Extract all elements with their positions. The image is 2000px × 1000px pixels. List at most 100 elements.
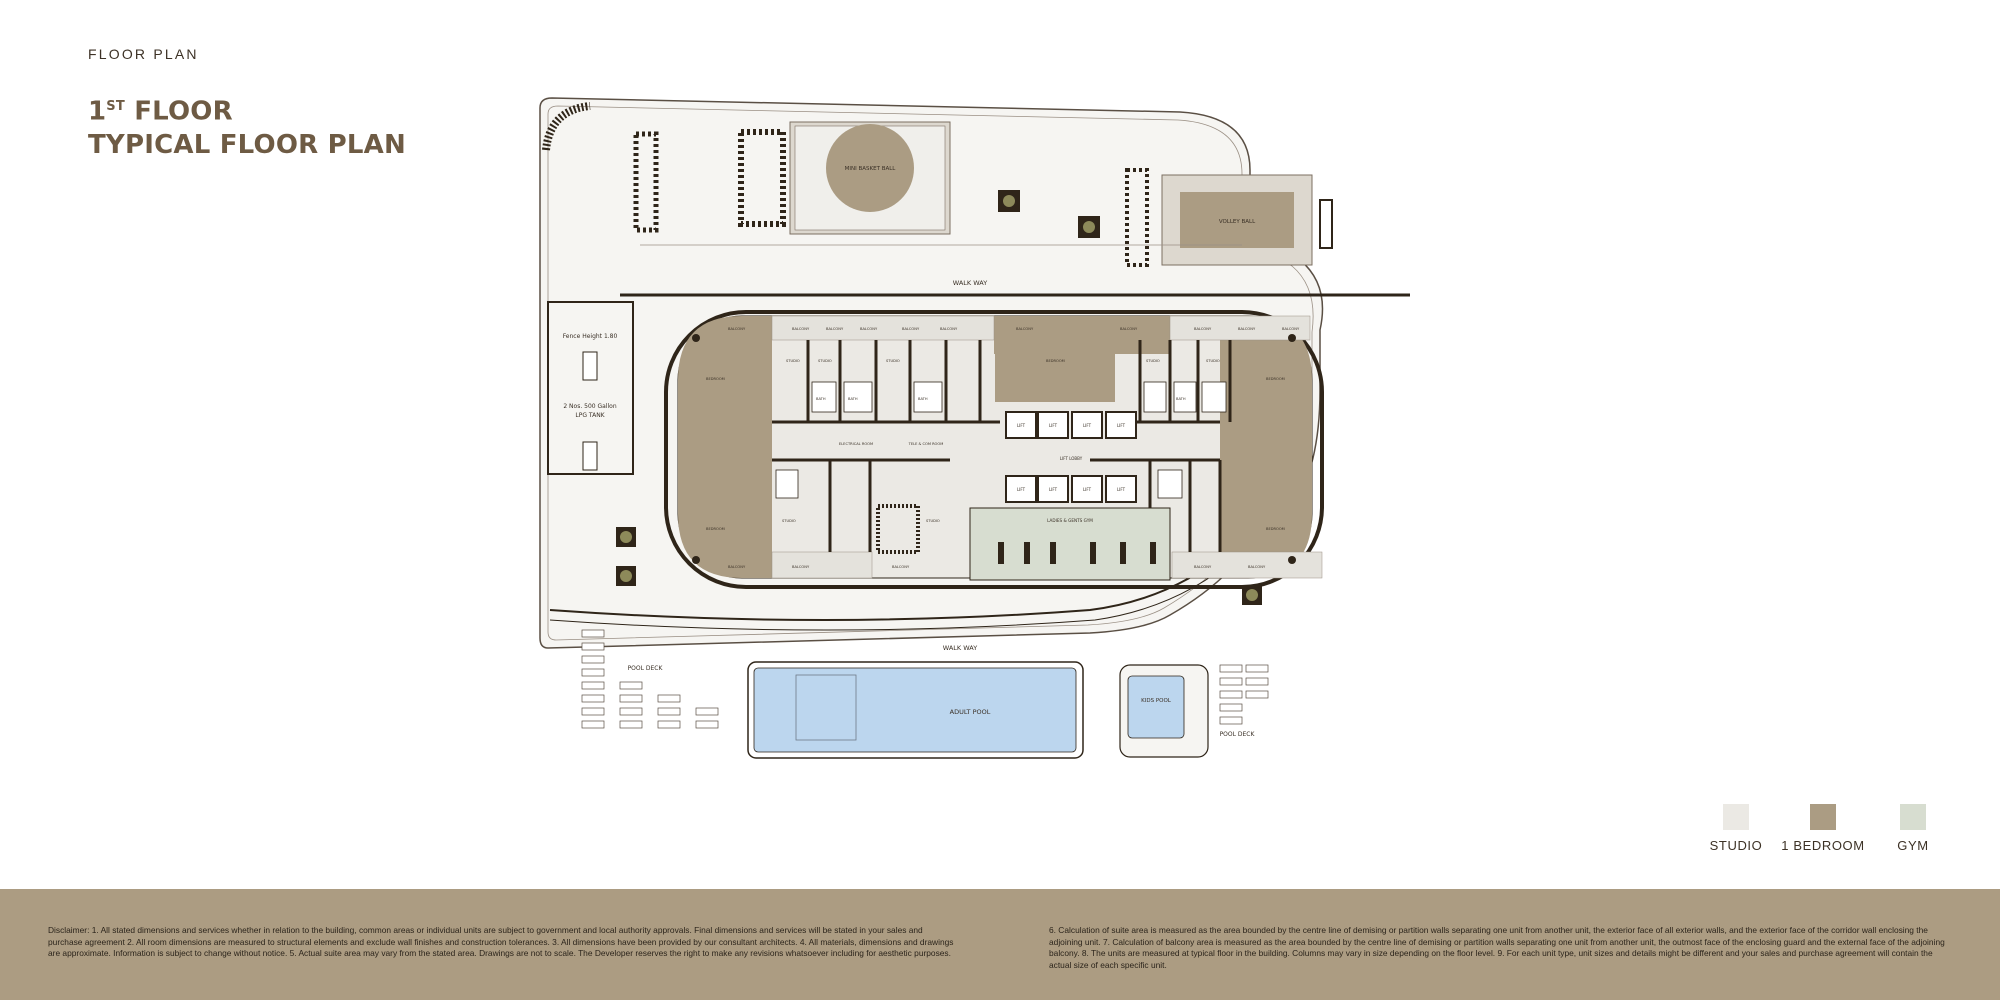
legend-studio-label: STUDIO	[1709, 838, 1763, 853]
svg-text:BALCONY: BALCONY	[792, 327, 810, 331]
label-pool-deck-right: POOL DECK	[1220, 731, 1256, 738]
bedroom-labels: BEDROOM BEDROOM BEDROOM BEDROOM BEDROOM	[706, 359, 1285, 531]
svg-text:BALCONY: BALCONY	[1248, 565, 1266, 569]
column-1	[692, 334, 700, 342]
svg-text:BATH: BATH	[918, 397, 928, 401]
svg-text:BALCONY: BALCONY	[940, 327, 958, 331]
lpg-tank-2	[582, 441, 598, 471]
svg-text:BEDROOM: BEDROOM	[706, 527, 725, 531]
core-stair-left	[876, 504, 920, 554]
legend-gym-label: GYM	[1897, 838, 1929, 853]
floor-number: 1	[88, 96, 107, 127]
svg-text:BALCONY: BALCONY	[1282, 327, 1300, 331]
floor-suffix: ST	[106, 99, 125, 114]
label-walkway-bottom: WALK WAY	[943, 644, 977, 652]
label-lpg-line2: LPG TANK	[575, 412, 605, 419]
svg-text:LIFT: LIFT	[1117, 423, 1126, 428]
bath-labels: BATH BATH BATH BATH	[816, 397, 1186, 401]
svg-text:BALCONY: BALCONY	[728, 327, 746, 331]
label-kids-pool: KIDS POOL	[1141, 698, 1172, 704]
svg-text:BALCONY: BALCONY	[1194, 565, 1212, 569]
page-title: 1ST FLOOR TYPICAL FLOOR PLAN	[88, 90, 406, 162]
label-gym: LADIES & GENTS GYM	[1047, 518, 1093, 523]
svg-text:STUDIO: STUDIO	[782, 519, 796, 523]
svg-text:STUDIO: STUDIO	[1206, 359, 1220, 363]
label-mini-basketball: MINI BASKET BALL	[845, 166, 897, 172]
bathrooms	[775, 381, 1227, 499]
svg-text:LIFT: LIFT	[1083, 487, 1092, 492]
pool-steps	[795, 674, 857, 741]
adult-pool	[753, 667, 1077, 753]
lift-labels: LIFT LIFT LIFT LIFT LIFT LIFT LIFT LIFT	[1017, 423, 1126, 492]
svg-text:BEDROOM: BEDROOM	[706, 377, 725, 381]
legend-studio-swatch	[1723, 804, 1749, 830]
label-volleyball: VOLLEY BALL	[1219, 219, 1256, 225]
svg-text:LIFT: LIFT	[1017, 423, 1026, 428]
svg-text:BALCONY: BALCONY	[792, 565, 810, 569]
label-lpg-line1: 2 Nos. 500 Gallon	[563, 403, 617, 410]
adult-pool-deck	[747, 661, 1084, 759]
legend-1-bedroom-label: 1 BEDROOM	[1781, 838, 1865, 853]
svg-text:STUDIO: STUDIO	[786, 359, 800, 363]
label-walkway-top: WALK WAY	[953, 279, 987, 287]
partition-walls	[772, 340, 1232, 552]
label-adult-pool: ADULT POOL	[950, 708, 991, 716]
bench-block	[1319, 199, 1333, 249]
label-pool-deck-left: POOL DECK	[628, 665, 664, 672]
column-3	[1288, 334, 1296, 342]
disclaimer-right: 6. Calculation of suite area is measured…	[1049, 925, 1945, 970]
label-electrical-room: ELECTRICAL ROOM	[839, 442, 873, 446]
stair-block-3	[1125, 168, 1149, 267]
svg-text:STUDIO: STUDIO	[818, 359, 832, 363]
volleyball-field	[1180, 192, 1294, 248]
legend-studio: STUDIO	[1709, 804, 1763, 853]
svg-text:BALCONY: BALCONY	[902, 327, 920, 331]
svg-text:LIFT: LIFT	[1017, 487, 1026, 492]
stair-block-2	[738, 129, 786, 227]
stair-block-1	[633, 131, 659, 233]
svg-text:BALCONY: BALCONY	[826, 327, 844, 331]
label-lift-lobby: LIFT LOBBY	[1060, 456, 1083, 461]
svg-text:BATH: BATH	[848, 397, 858, 401]
svg-text:LIFT: LIFT	[1049, 487, 1058, 492]
svg-text:BALCONY: BALCONY	[1120, 327, 1138, 331]
label-telecom-room: TELE & COM ROOM	[908, 442, 944, 446]
balcony-labels: BALCONY BALCONY BALCONY BALCONY BALCONY …	[728, 327, 1300, 569]
column-2	[692, 556, 700, 564]
svg-text:BEDROOM: BEDROOM	[1046, 359, 1065, 363]
svg-text:LIFT: LIFT	[1083, 423, 1092, 428]
legend-gym: GYM	[1893, 804, 1933, 853]
title-line-2: TYPICAL FLOOR PLAN	[88, 129, 406, 160]
balcony-strip-top-right	[1169, 315, 1311, 341]
svg-text:BEDROOM: BEDROOM	[1266, 527, 1285, 531]
svg-text:BALCONY: BALCONY	[728, 565, 746, 569]
svg-text:BATH: BATH	[1176, 397, 1186, 401]
balcony-strip-bottom-left	[771, 551, 873, 579]
balcony-strip-top-left	[771, 315, 995, 341]
gym-equipment	[998, 542, 1156, 564]
floor-word: FLOOR	[134, 96, 233, 127]
disclaimer-left: Disclaimer: 1. All stated dimensions and…	[48, 925, 954, 958]
legend-gym-swatch	[1900, 804, 1926, 830]
column-4	[1288, 556, 1296, 564]
balcony-strip-bottom-right	[1171, 551, 1323, 579]
svg-text:LIFT: LIFT	[1049, 423, 1058, 428]
section-label: FLOOR PLAN	[88, 46, 199, 62]
svg-text:STUDIO: STUDIO	[1146, 359, 1160, 363]
svg-text:BEDROOM: BEDROOM	[1266, 377, 1285, 381]
basketball-key	[826, 124, 914, 212]
floor-plan-drawing: MINI BASKET BALL VOLLEY BALL WALK WAY Fe…	[539, 97, 1410, 759]
svg-text:BATH: BATH	[816, 397, 826, 401]
building-outer-wall	[664, 310, 1324, 589]
sun-loungers	[581, 629, 1269, 729]
svg-text:BALCONY: BALCONY	[1238, 327, 1256, 331]
svg-text:STUDIO: STUDIO	[926, 519, 940, 523]
legend-1-bedroom-swatch	[1810, 804, 1836, 830]
svg-text:BALCONY: BALCONY	[1016, 327, 1034, 331]
svg-text:LIFT: LIFT	[1117, 487, 1126, 492]
lpg-tank-1	[582, 351, 598, 381]
lift-core	[1005, 411, 1137, 503]
disclaimer-footer: Disclaimer: 1. All stated dimensions and…	[0, 889, 2000, 1000]
perimeter-path-2	[549, 555, 1239, 631]
planters	[616, 190, 1262, 605]
